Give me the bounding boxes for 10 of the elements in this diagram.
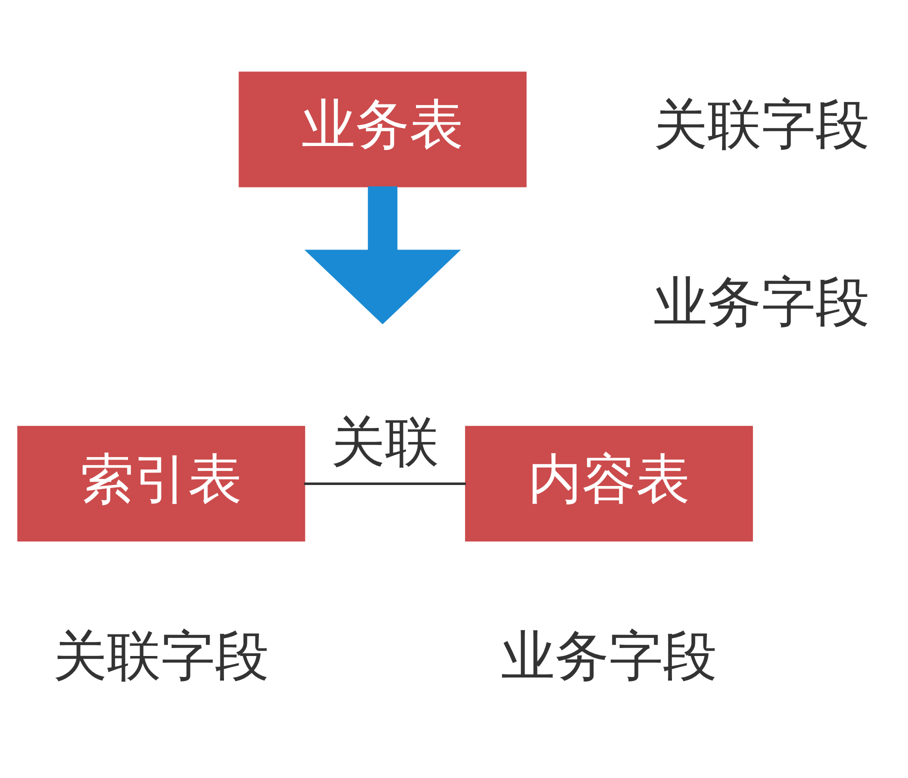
- node-label: 关联字段: [53, 624, 270, 688]
- node-label: 关联字段: [654, 93, 870, 156]
- node-label: 业务字段: [501, 624, 718, 688]
- arrow: [304, 186, 461, 324]
- connector: [304, 482, 466, 485]
- edge-label: 关联: [331, 410, 440, 474]
- node-box: 业务表: [238, 72, 527, 188]
- node-box: 内容表: [465, 426, 753, 542]
- node-label: 业务字段: [654, 270, 870, 334]
- node-box: 索引表: [17, 426, 306, 542]
